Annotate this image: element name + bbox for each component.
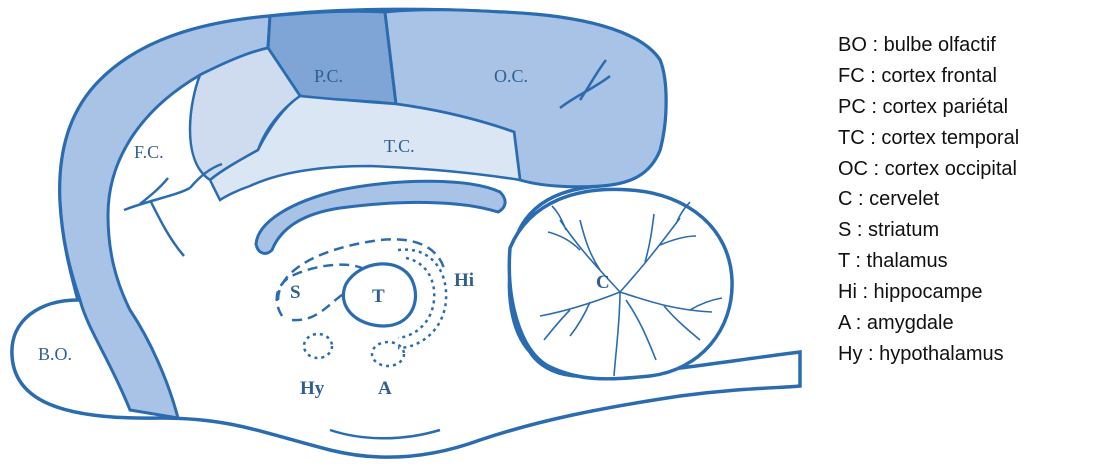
label-pc: P.C. — [314, 66, 343, 86]
legend-item-hi: Hi : hippocampe — [838, 277, 1088, 308]
label-fc: F.C. — [134, 142, 164, 162]
label-c: C — [596, 272, 610, 293]
label-bo: B.O. — [38, 344, 72, 364]
legend-item-a: A : amygdale — [838, 308, 1088, 339]
label-a: A — [378, 378, 392, 399]
legend-item-bo: BO : bulbe olfactif — [838, 30, 1088, 61]
label-hi: Hi — [454, 270, 474, 291]
label-tc: T.C. — [384, 136, 415, 156]
legend-item-tc: TC : cortex temporal — [838, 123, 1088, 154]
legend-item-s: S : striatum — [838, 215, 1088, 246]
legend-item-hy: Hy : hypothalamus — [838, 339, 1088, 370]
legend-item-oc: OC : cortex occipital — [838, 154, 1088, 185]
label-t: T — [372, 286, 385, 307]
label-oc: O.C. — [494, 66, 528, 86]
legend: BO : bulbe olfactif FC : cortex frontal … — [838, 30, 1088, 370]
legend-item-fc: FC : cortex frontal — [838, 61, 1088, 92]
label-s: S — [290, 282, 301, 303]
legend-item-c: C : cervelet — [838, 184, 1088, 215]
brain-diagram: F.C. P.C. O.C. T.C. B.O. S T Hi C Hy A — [0, 0, 810, 472]
legend-item-pc: PC : cortex pariétal — [838, 92, 1088, 123]
legend-item-t: T : thalamus — [838, 246, 1088, 277]
label-hy: Hy — [300, 378, 325, 399]
cerebellum — [509, 189, 732, 378]
